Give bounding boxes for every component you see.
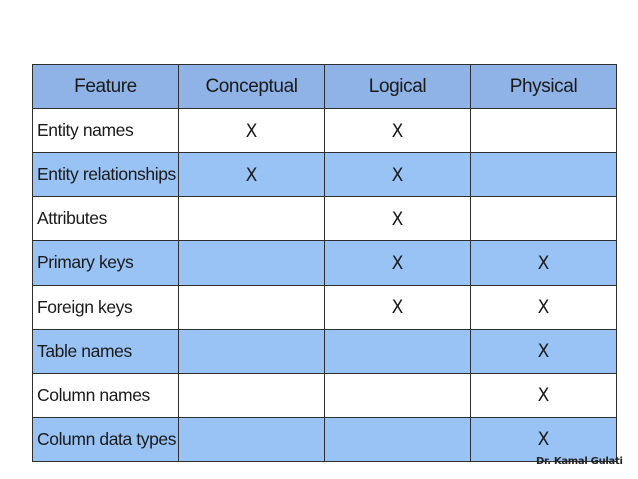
header-logical: Logical [324,64,471,109]
physical-cell: X [470,372,617,418]
author-credit: Dr. Kamal Gulati [536,456,623,467]
header-conceptual: Conceptual [178,64,325,109]
physical-cell [470,196,617,242]
table-row: Attributes X [32,196,617,242]
logical-cell: X [324,152,471,198]
logical-cell: X [324,107,471,154]
conceptual-cell [178,196,325,242]
conceptual-cell [178,328,325,374]
feature-cell: Foreign keys [32,284,179,330]
header-feature: Feature [32,64,179,109]
header-physical: Physical [470,64,617,109]
logical-cell [324,328,471,374]
conceptual-cell [178,240,325,286]
conceptual-cell [178,416,325,463]
logical-cell: X [324,240,471,286]
logical-cell: X [324,284,471,330]
logical-cell [324,416,471,463]
physical-cell: X [470,328,617,374]
table-header-row: Feature Conceptual Logical Physical [32,64,617,109]
feature-cell: Column data types [32,416,179,463]
feature-cell: Entity relationships [32,152,179,198]
physical-cell [470,152,617,198]
feature-cell: Attributes [32,196,179,242]
feature-comparison-table: Feature Conceptual Logical Physical Enti… [32,64,617,463]
feature-cell: Entity names [32,107,179,154]
logical-cell: X [324,196,471,242]
table-row: Entity names X X [32,107,617,154]
conceptual-cell [178,372,325,418]
table-row: Column data types X [32,416,617,463]
table-row: Column names X [32,372,617,418]
conceptual-cell [178,284,325,330]
feature-cell: Table names [32,328,179,374]
conceptual-cell: X [178,152,325,198]
table-row: Table names X [32,328,617,374]
physical-cell: X [470,284,617,330]
table-row: Foreign keys X X [32,284,617,330]
conceptual-cell: X [178,107,325,154]
feature-cell: Column names [32,372,179,418]
table-row: Entity relationships X X [32,152,617,198]
physical-cell: X [470,416,617,463]
feature-cell: Primary keys [32,240,179,286]
physical-cell: X [470,240,617,286]
table-row: Primary keys X X [32,240,617,286]
physical-cell [470,107,617,154]
logical-cell [324,372,471,418]
